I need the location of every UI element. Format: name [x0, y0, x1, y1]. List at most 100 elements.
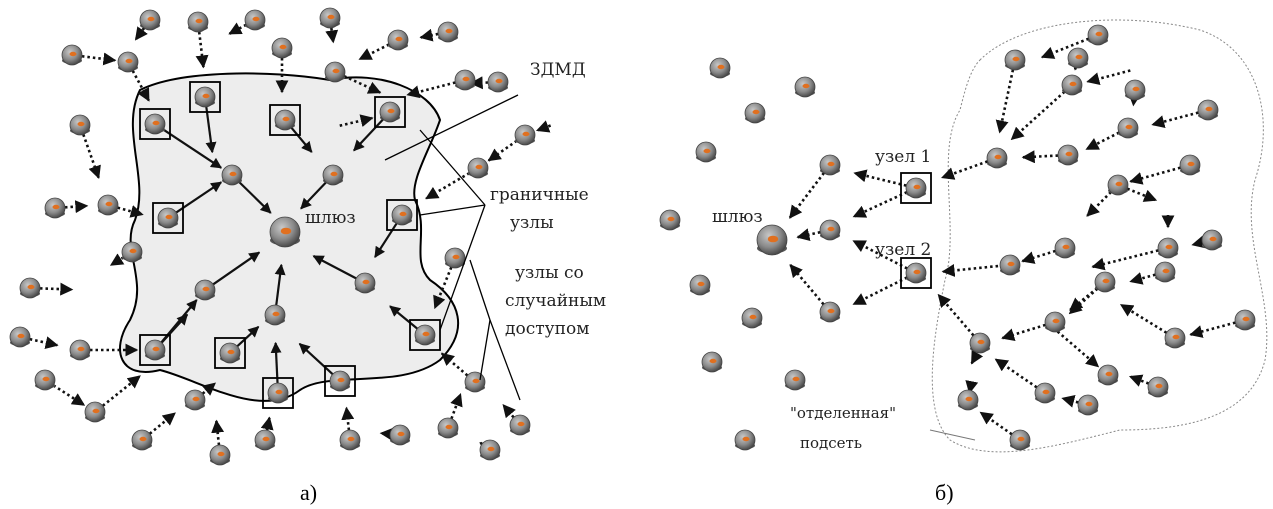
border-node — [214, 337, 246, 369]
sensor-node — [254, 429, 276, 451]
sensor-node — [121, 241, 143, 263]
link-arrow — [1021, 150, 1059, 164]
sensor-node — [194, 279, 216, 301]
sensor-node — [695, 141, 717, 163]
link-arrow — [535, 120, 552, 133]
sensor-node — [467, 157, 489, 179]
link-arrow — [52, 384, 86, 407]
link-arrow — [358, 43, 390, 61]
link-arrow — [852, 276, 908, 306]
sensor-node — [819, 219, 841, 241]
sensor-node — [464, 371, 486, 393]
sensor-node — [659, 209, 681, 231]
link-arrow — [82, 133, 101, 179]
link-arrow — [341, 406, 355, 431]
sensor-node — [819, 301, 841, 323]
gateway-label-b: шлюз — [712, 207, 763, 227]
link-arrow — [788, 172, 825, 219]
sensor-node — [69, 339, 91, 361]
sensor-node — [479, 439, 501, 461]
subnet-label-1: "отделенная" — [790, 404, 896, 422]
sensor-node — [1054, 237, 1076, 259]
link-arrow — [450, 392, 463, 420]
link-arrow — [1191, 235, 1206, 249]
sensor-node — [1197, 99, 1219, 121]
link-arrow — [979, 411, 1013, 436]
gateway-node — [756, 224, 788, 256]
link-arrow — [260, 416, 274, 431]
link-arrow — [81, 52, 117, 66]
panel-b-connections — [788, 37, 1236, 436]
link-arrow — [1086, 191, 1112, 217]
link-arrow — [995, 69, 1015, 134]
sensor-node — [34, 369, 56, 391]
gateway-label-a: шлюз — [305, 208, 356, 228]
sensor-node — [1044, 311, 1066, 333]
sensor-node — [44, 197, 66, 219]
sensor-node — [514, 124, 536, 146]
sensor-node — [819, 154, 841, 176]
link-arrow — [853, 169, 907, 187]
link-arrow — [433, 266, 453, 310]
link-arrow — [162, 128, 223, 169]
link-arrow — [1119, 303, 1168, 334]
border-nodes-label-2: узлы — [510, 213, 554, 233]
link-arrow — [131, 70, 150, 102]
link-arrow — [1086, 69, 1131, 86]
sensor-node — [1097, 364, 1119, 386]
sensor-node — [97, 194, 119, 216]
caption-a: а) — [300, 480, 317, 505]
link-arrow — [389, 305, 418, 330]
link-arrow — [238, 181, 272, 214]
sensor-node — [69, 114, 91, 136]
link-arrow — [1001, 323, 1046, 341]
link-arrow — [228, 22, 247, 35]
sensor-node — [1057, 144, 1079, 166]
sensor-node — [389, 424, 411, 446]
sensor-node — [339, 429, 361, 451]
sensor-node — [209, 444, 231, 466]
sensor-node — [444, 247, 466, 269]
link-arrow — [1061, 395, 1079, 408]
sensor-node — [437, 417, 459, 439]
link-arrow — [1151, 111, 1199, 128]
border-node — [374, 96, 406, 128]
link-arrow — [211, 419, 225, 446]
link-arrow — [109, 253, 125, 267]
sensor-node — [1107, 174, 1129, 196]
link-arrow — [325, 27, 339, 44]
link-arrow — [148, 412, 176, 435]
node-2 — [900, 257, 932, 289]
random-access-label-2: случайным — [505, 291, 606, 311]
sensor-node — [1067, 47, 1089, 69]
sensor-node — [437, 21, 459, 43]
random-access-label-1: узлы со — [515, 263, 584, 283]
border-node — [409, 319, 441, 351]
sensor-node — [1087, 24, 1109, 46]
link-arrow — [353, 118, 384, 152]
subnet-boundary — [931, 19, 1268, 453]
link-arrow — [941, 160, 989, 180]
sensor-node — [187, 11, 209, 33]
random-access-label-3: доступом — [505, 319, 589, 339]
sensor-node — [131, 429, 153, 451]
sensor-node — [271, 37, 293, 59]
sensor-node — [387, 29, 409, 51]
border-node — [139, 108, 171, 140]
link-arrow — [312, 255, 357, 280]
sensor-node — [1234, 309, 1256, 331]
link-arrow — [419, 28, 439, 42]
gateway-node — [269, 216, 301, 248]
link-arrow — [1069, 287, 1099, 311]
sensor-node — [1179, 154, 1201, 176]
link-arrow — [379, 427, 394, 441]
link-arrow — [1085, 131, 1120, 151]
link-arrow — [440, 352, 469, 377]
link-arrow — [160, 313, 189, 344]
sensor-node — [509, 414, 531, 436]
link-arrow — [1129, 272, 1156, 285]
link-arrow — [1189, 321, 1236, 338]
subnet-label-2: подсеть — [800, 434, 862, 452]
caption-b: б) — [935, 480, 954, 505]
